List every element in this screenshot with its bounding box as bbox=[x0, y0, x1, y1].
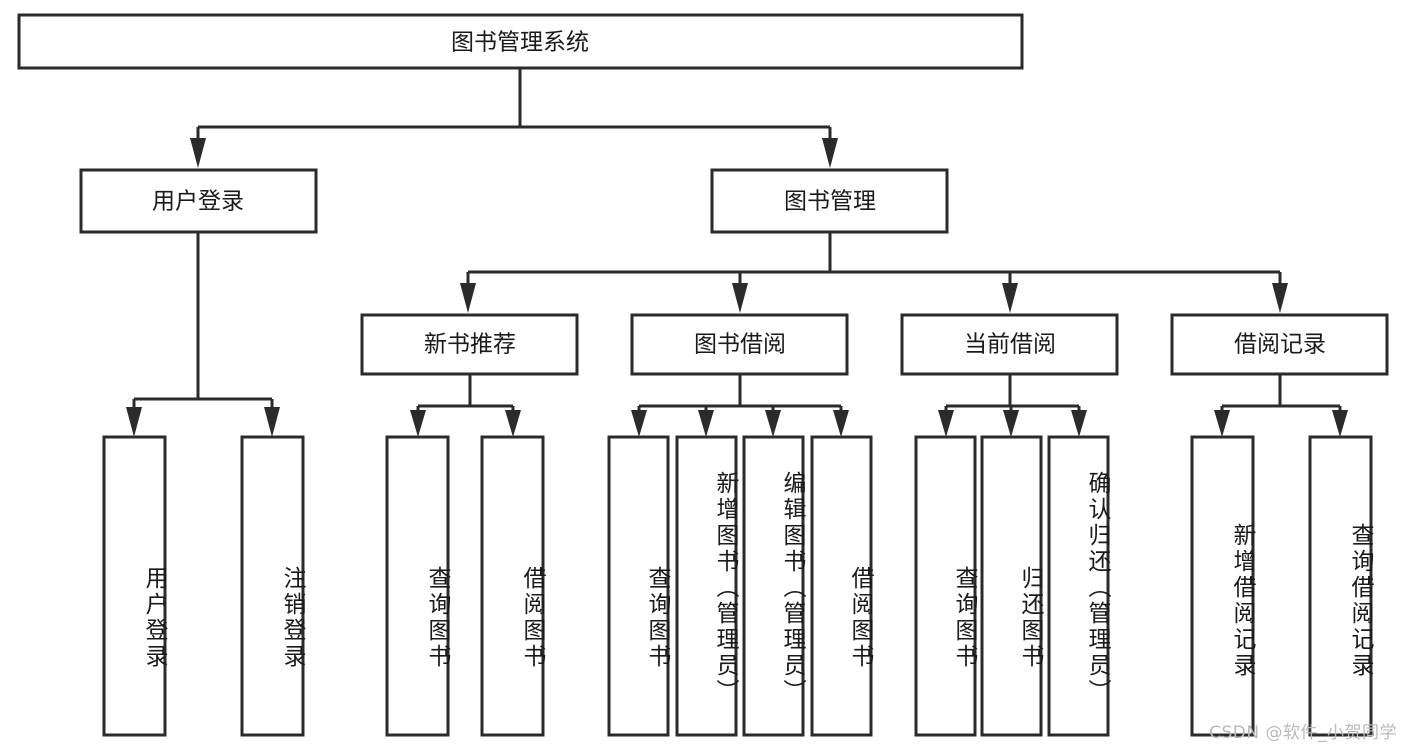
node-book-management-label: 图书管理 bbox=[784, 189, 876, 215]
leaf-box-current-borrow-1[interactable] bbox=[980, 435, 1043, 737]
leaf-box-book-borrow-3[interactable] bbox=[810, 435, 873, 737]
node-current-borrow[interactable]: 当前借阅 bbox=[900, 313, 1119, 376]
leaf-box-current-borrow-0[interactable] bbox=[914, 435, 977, 737]
node-new-book-recommend-box bbox=[360, 313, 579, 376]
arrow-head-icon bbox=[505, 410, 521, 437]
leaf-box-new-book-recommend-1[interactable] bbox=[480, 435, 545, 737]
node-user-login[interactable]: 用户登录 bbox=[79, 168, 318, 234]
node-book-management[interactable]: 图书管理 bbox=[710, 168, 949, 234]
arrow-head-icon bbox=[126, 407, 142, 437]
node-user-login-label: 用户登录 bbox=[152, 189, 244, 215]
node-borrow-record[interactable]: 借阅记录 bbox=[1170, 313, 1389, 376]
node-new-book-recommend-label: 新书推荐 bbox=[424, 332, 516, 358]
leaf-box-book-borrow-0[interactable] bbox=[607, 435, 670, 737]
connector-book-management-to-level3 bbox=[460, 232, 1288, 313]
leaf-box-user-login-1[interactable] bbox=[240, 435, 305, 737]
arrow-head-icon bbox=[460, 283, 476, 313]
arrow-head-icon bbox=[631, 410, 647, 437]
arrow-head-icon bbox=[698, 410, 714, 437]
node-root-box bbox=[17, 13, 1024, 70]
arrow-head-icon bbox=[833, 410, 849, 437]
arrow-head-icon bbox=[1214, 410, 1230, 437]
node-root[interactable]: 图书管理系统 bbox=[17, 13, 1024, 70]
watermark-text: CSDN @软件_小贺同学 bbox=[1209, 723, 1397, 743]
connector-user-login-to-leaves bbox=[126, 232, 280, 437]
node-current-borrow-box bbox=[900, 313, 1119, 376]
leaf-box-new-book-recommend-0[interactable] bbox=[385, 435, 450, 737]
arrow-head-icon bbox=[190, 138, 206, 168]
leaf-box-user-login-0[interactable] bbox=[102, 435, 167, 737]
node-book-borrow[interactable]: 图书借阅 bbox=[630, 313, 849, 376]
arrow-head-icon bbox=[765, 410, 781, 437]
leaf-box-book-borrow-2[interactable] bbox=[742, 435, 805, 737]
leaf-box-borrow-record-0[interactable] bbox=[1190, 435, 1255, 737]
node-current-borrow-label: 当前借阅 bbox=[964, 332, 1056, 358]
arrow-head-icon bbox=[1332, 410, 1348, 437]
node-new-book-recommend[interactable]: 新书推荐 bbox=[360, 313, 579, 376]
arrow-head-icon bbox=[410, 410, 426, 437]
arrow-head-icon bbox=[1071, 410, 1087, 437]
arrow-head-icon bbox=[822, 138, 838, 168]
node-borrow-record-label: 借阅记录 bbox=[1234, 332, 1326, 358]
arrow-head-icon bbox=[1002, 283, 1018, 313]
node-root-label: 图书管理系统 bbox=[451, 30, 589, 56]
arrow-head-icon bbox=[1272, 283, 1288, 313]
leaf-box-borrow-record-1[interactable] bbox=[1308, 435, 1373, 737]
connector-current-borrow-to-leaves bbox=[938, 374, 1087, 437]
connector-borrow-record-to-leaves bbox=[1214, 374, 1348, 437]
connector-root-to-level2 bbox=[190, 68, 838, 168]
leaf-box-current-borrow-2[interactable] bbox=[1047, 435, 1110, 737]
arrow-head-icon bbox=[1003, 410, 1019, 437]
connector-new-book-recommend-to-leaves bbox=[410, 374, 521, 437]
arrow-head-icon bbox=[938, 410, 954, 437]
node-book-borrow-label: 图书借阅 bbox=[694, 332, 786, 358]
arrow-head-icon bbox=[264, 407, 280, 437]
node-user-login-box bbox=[79, 168, 318, 234]
arrow-head-icon bbox=[732, 283, 748, 313]
leaf-box-book-borrow-1[interactable] bbox=[675, 435, 738, 737]
connector-book-borrow-to-leaves bbox=[631, 374, 849, 437]
